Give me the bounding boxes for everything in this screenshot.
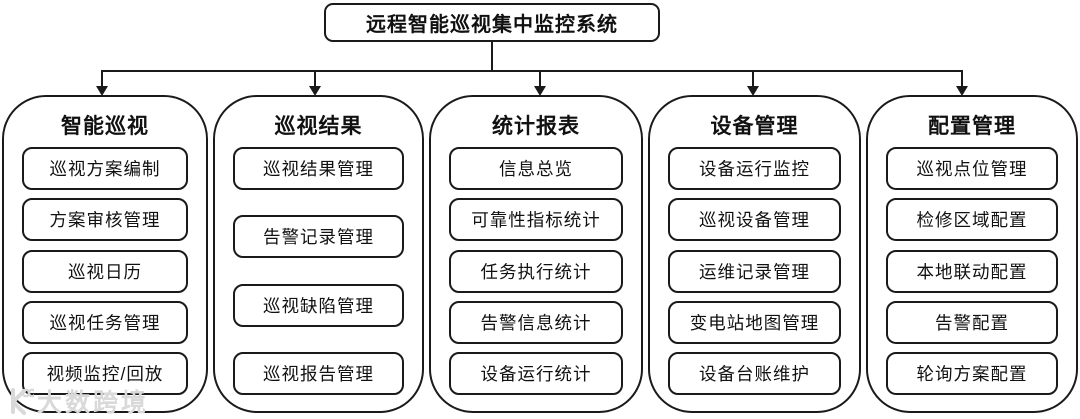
- module-box: 检修区域配置: [886, 198, 1058, 242]
- category-items: 设备运行监控巡视设备管理运维记录管理变电站地图管理设备台账维护: [668, 147, 841, 395]
- module-box: 设备台账维护: [668, 352, 841, 395]
- category-items: 信息总览可靠性指标统计任务执行统计告警信息统计设备运行统计: [449, 147, 623, 395]
- module-box: 任务执行统计: [449, 249, 623, 293]
- module-box: 轮询方案配置: [886, 352, 1058, 395]
- connector-stub: [314, 72, 316, 87]
- connector-stub: [101, 72, 103, 87]
- arrow-down-icon: [96, 86, 108, 96]
- category-title: 智能巡视: [61, 115, 149, 138]
- category-group: 巡视结果 巡视结果管理告警记录管理巡视缺陷管理巡视报告管理: [213, 95, 424, 413]
- module-box: 告警记录管理: [233, 215, 404, 259]
- connector-horizontal-line: [101, 70, 963, 72]
- module-box: 方案审核管理: [22, 198, 188, 242]
- module-box: 设备运行统计: [449, 352, 623, 395]
- module-box: 本地联动配置: [886, 249, 1058, 293]
- category-items: 巡视结果管理告警记录管理巡视缺陷管理巡视报告管理: [233, 147, 404, 395]
- category-items: 巡视方案编制方案审核管理巡视日历巡视任务管理视频监控/回放: [22, 147, 188, 395]
- module-box: 告警信息统计: [449, 300, 623, 344]
- module-box: 巡视方案编制: [22, 147, 188, 190]
- module-box: 巡视任务管理: [22, 300, 188, 344]
- arrow-down-icon: [309, 86, 321, 96]
- module-box: 巡视日历: [22, 249, 188, 293]
- arrow-down-icon: [956, 86, 968, 96]
- module-box: 可靠性指标统计: [449, 198, 623, 242]
- root-node-label: 远程智能巡视集中监控系统: [366, 14, 618, 36]
- connector-drop-line: [491, 42, 493, 72]
- module-box: 运维记录管理: [668, 249, 841, 293]
- module-box: 视频监控/回放: [22, 352, 188, 395]
- module-box: 巡视点位管理: [886, 147, 1058, 190]
- root-node: 远程智能巡视集中监控系统: [324, 3, 660, 42]
- category-group: 智能巡视 巡视方案编制方案审核管理巡视日历巡视任务管理视频监控/回放: [2, 95, 208, 413]
- module-box: 设备运行监控: [668, 147, 841, 190]
- module-box: 告警配置: [886, 300, 1058, 344]
- arrow-down-icon: [747, 86, 759, 96]
- connector-stub: [961, 72, 963, 87]
- category-title: 巡视结果: [274, 115, 363, 138]
- connector-stub: [539, 72, 541, 87]
- module-box: 巡视结果管理: [233, 147, 404, 190]
- category-group: 统计报表 信息总览可靠性指标统计任务执行统计告警信息统计设备运行统计: [429, 95, 643, 413]
- category-group: 设备管理 设备运行监控巡视设备管理运维记录管理变电站地图管理设备台账维护: [648, 95, 861, 413]
- category-title: 设备管理: [710, 115, 799, 138]
- arrow-down-icon: [534, 86, 546, 96]
- module-box: 巡视缺陷管理: [233, 283, 404, 327]
- category-items: 巡视点位管理检修区域配置本地联动配置告警配置轮询方案配置: [886, 147, 1058, 395]
- module-box: 信息总览: [449, 147, 623, 190]
- category-title: 配置管理: [928, 115, 1016, 138]
- category-group: 配置管理 巡视点位管理检修区域配置本地联动配置告警配置轮询方案配置: [866, 95, 1078, 413]
- module-box: 巡视报告管理: [233, 351, 404, 395]
- connector-stub: [752, 72, 754, 87]
- category-columns: 智能巡视 巡视方案编制方案审核管理巡视日历巡视任务管理视频监控/回放 巡视结果 …: [2, 95, 1078, 413]
- category-title: 统计报表: [492, 115, 580, 138]
- module-box: 变电站地图管理: [668, 300, 841, 344]
- module-box: 巡视设备管理: [668, 198, 841, 242]
